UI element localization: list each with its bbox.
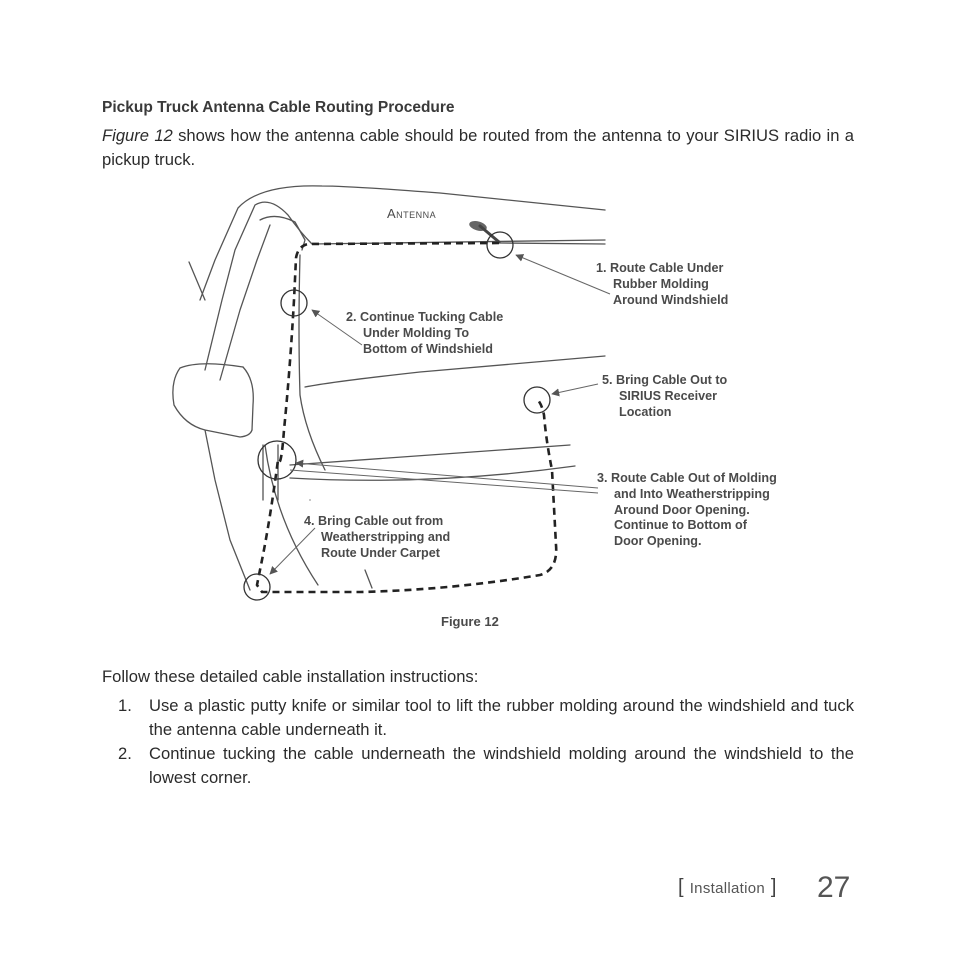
marker-5 [523, 386, 551, 414]
figure-caption: Figure 12 [441, 614, 499, 629]
marker-1 [486, 231, 514, 259]
callout-4: 4. Bring Cable out from Weatherstripping… [304, 514, 454, 560]
marker-2 [280, 289, 308, 317]
callout-markers [243, 231, 551, 601]
marker-3 [257, 440, 297, 480]
callout-2: 2. Continue Tucking Cable Under Molding … [346, 310, 507, 356]
truck-outline [172, 185, 606, 591]
figure-reference: Figure 12 [102, 126, 173, 145]
intro-text: shows how the antenna cable should be ro… [102, 126, 854, 169]
step-number: 1. [118, 696, 132, 715]
antenna-label: Antenna [387, 206, 436, 221]
marker-4 [243, 573, 271, 601]
callout-5: 5. Bring Cable Out to SIRIUS Receiver Lo… [602, 373, 731, 419]
instruction-step: 1. Use a plastic putty knife or similar … [102, 694, 854, 742]
callout-1: 1. Route Cable Under Rubber Molding Arou… [596, 261, 728, 307]
instructions-intro: Follow these detailed cable installation… [102, 667, 479, 686]
step-text: Continue tucking the cable underneath th… [149, 744, 854, 787]
cable-route [255, 241, 558, 594]
leader-lines [269, 254, 611, 575]
intro-paragraph: Figure 12 shows how the antenna cable sh… [102, 124, 854, 171]
antenna-icon [469, 221, 501, 244]
instruction-step: 2. Continue tucking the cable underneath… [102, 742, 854, 790]
footer-section-label: [ Installation ] [678, 876, 777, 898]
section-heading: Pickup Truck Antenna Cable Routing Proce… [102, 99, 455, 116]
page-number: 27 [817, 871, 851, 904]
step-number: 2. [118, 744, 132, 763]
step-text: Use a plastic putty knife or similar too… [149, 696, 854, 739]
callout-3: 3. Route Cable Out of Molding and Into W… [597, 471, 780, 548]
